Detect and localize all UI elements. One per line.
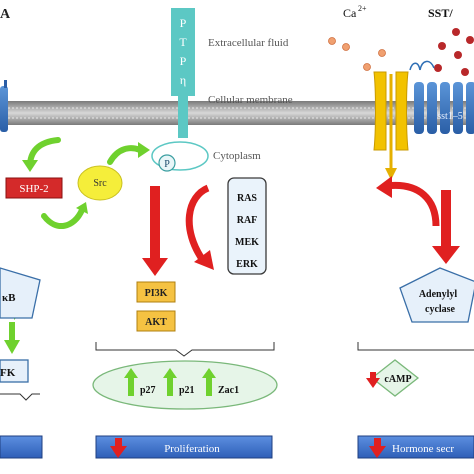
panel-left-title: A	[0, 7, 11, 22]
shp2-box	[5, 177, 63, 199]
ptp-eta-receptor: P T P η	[171, 8, 195, 138]
erk-label: ERK	[236, 259, 258, 270]
red-arrow-to-pi3k	[142, 186, 168, 276]
calcium-charge: 2+	[358, 4, 367, 13]
pi3k-label: PI3K	[145, 288, 168, 299]
green-arrowhead-left	[4, 340, 20, 354]
red-curved-arrow-mapk	[185, 184, 214, 270]
fk-box	[0, 359, 29, 383]
left-outcome-bar	[0, 435, 43, 459]
somatostatin-molecules	[434, 28, 474, 76]
red-curved-arrow-channel	[376, 176, 440, 227]
adenylyl-cyclase-pentagon	[399, 267, 474, 323]
nfkb-label: κB	[2, 292, 16, 304]
camp-label: cAMP	[384, 374, 411, 385]
phospho-label: P	[164, 159, 170, 170]
zac1-label: Zac1	[218, 385, 239, 396]
ptp-letter-1: P	[180, 16, 187, 30]
camp-diamond	[370, 359, 420, 397]
middle-brace	[95, 342, 275, 357]
hormone-label: Hormone secr	[392, 443, 454, 455]
mek-label: MEK	[235, 237, 259, 248]
proliferation-bar	[95, 435, 273, 459]
raf-label: RAF	[237, 215, 258, 226]
p21-label: p21	[179, 385, 195, 396]
shp2-label: SHP-2	[19, 183, 48, 195]
camp-down-arrow	[366, 378, 380, 388]
membrane-label: Cellular membrane	[208, 94, 293, 106]
sst-receptor: sst1–5	[409, 60, 474, 134]
receptor-label: sst1–5	[437, 111, 463, 122]
ptp-letter-3: P	[180, 54, 187, 68]
proliferation-down-arrow	[110, 446, 127, 458]
left-brace	[0, 393, 40, 401]
hormone-secretion-bar	[357, 435, 474, 459]
p27-label: p27	[140, 385, 156, 396]
left-receptor	[0, 80, 8, 132]
calcium-ions	[328, 37, 386, 71]
right-brace	[357, 342, 474, 351]
calcium-channel	[373, 71, 409, 180]
green-up-arrows	[124, 368, 216, 396]
calcium-label: Ca	[343, 6, 357, 20]
somatostatin-label: SST/	[428, 6, 453, 20]
src-label: Src	[93, 178, 107, 189]
pi3k-box	[136, 281, 176, 303]
hormone-down-arrow	[369, 446, 386, 458]
cytoplasm-label: Cytoplasm	[213, 150, 261, 162]
akt-label: AKT	[145, 317, 167, 328]
src-node	[77, 165, 123, 201]
cyclase-label: cyclase	[425, 304, 456, 315]
ptp-letter-2: T	[179, 35, 187, 49]
adenylyl-label: Adenylyl	[419, 289, 458, 300]
cell-cycle-ellipse	[92, 360, 278, 410]
fk-label: FK	[0, 367, 16, 379]
akt-box	[136, 310, 176, 332]
ptp-letter-4: η	[180, 73, 186, 87]
mapk-box	[227, 177, 267, 275]
proliferation-label: Proliferation	[164, 443, 220, 455]
cell-membrane	[0, 101, 474, 125]
nfkb-pentagon	[0, 267, 41, 319]
extracellular-label: Extracellular fluid	[208, 37, 289, 49]
red-arrow-to-adenylyl	[432, 190, 460, 264]
ptp-intracellular-domain	[151, 141, 209, 171]
ras-label: RAS	[237, 193, 257, 204]
phospho-icon	[158, 154, 176, 172]
